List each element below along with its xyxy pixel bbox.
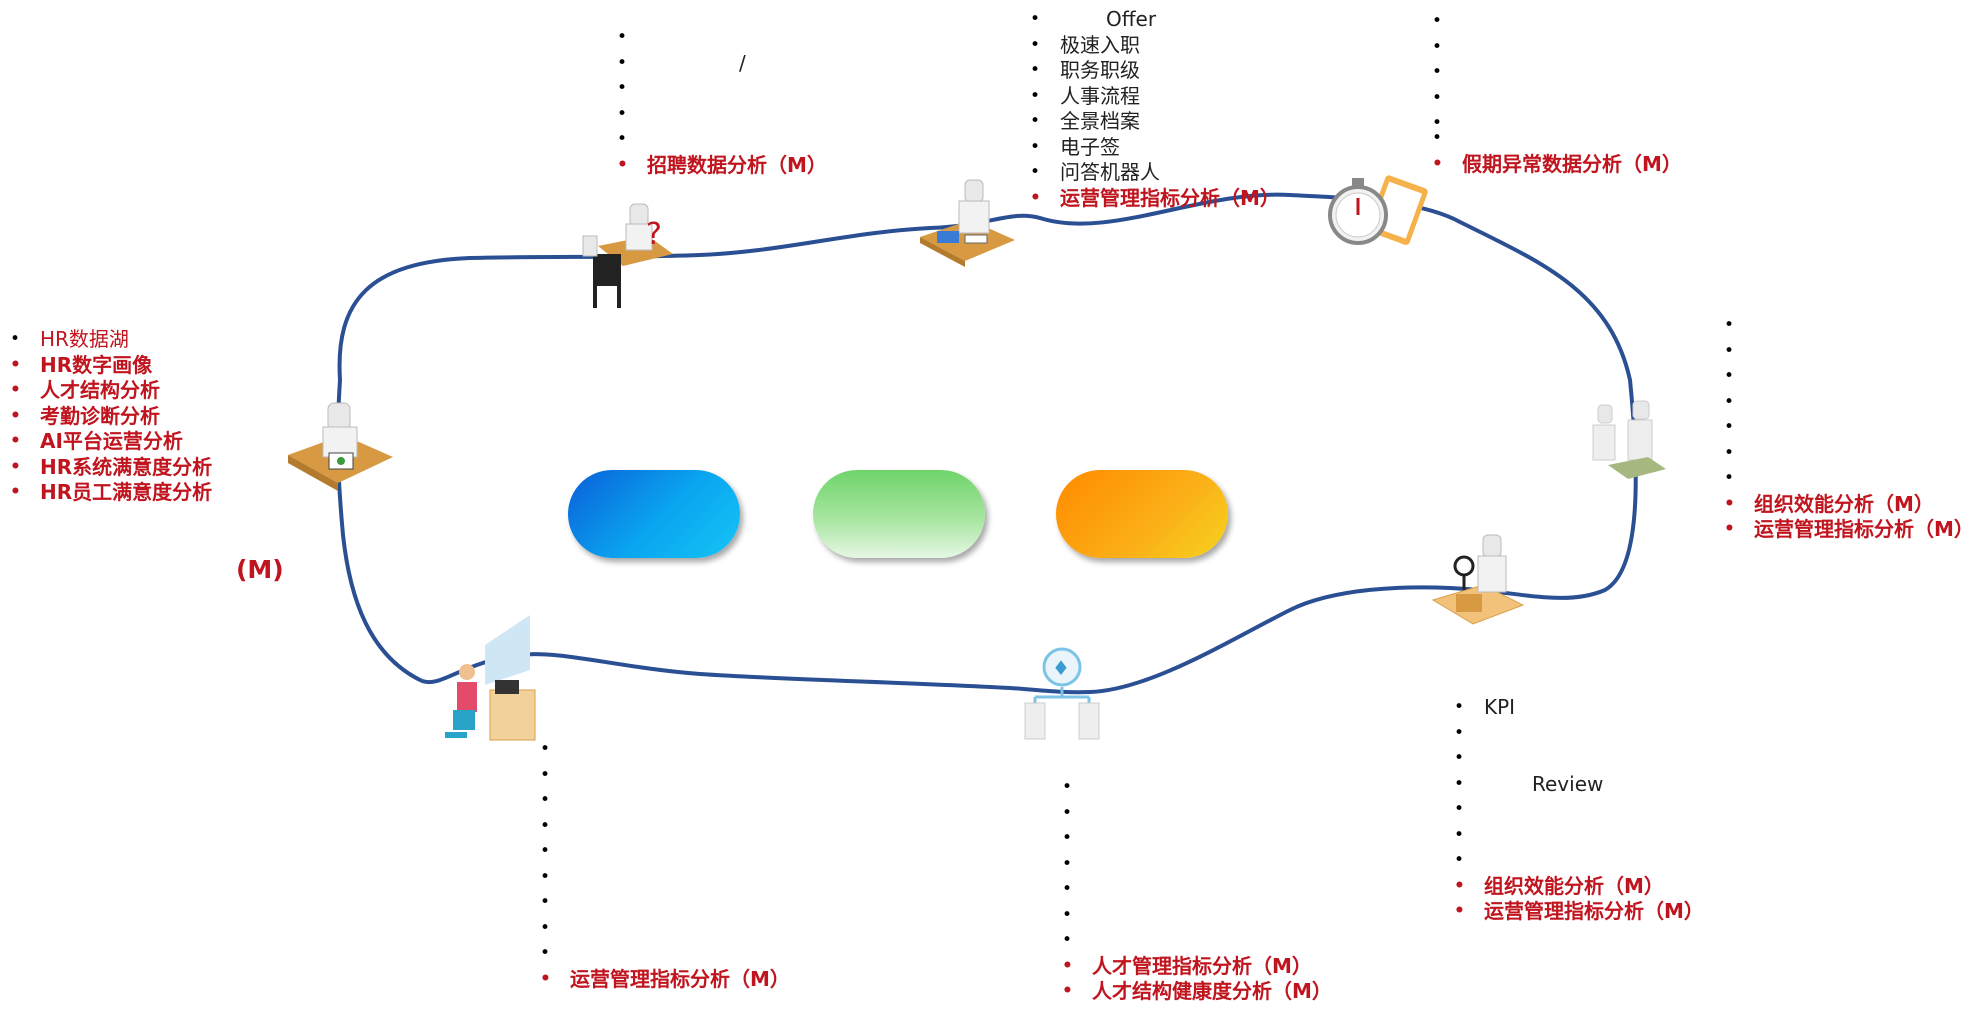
- list-item: [1720, 441, 1974, 467]
- orange-pill: [1056, 470, 1228, 558]
- list-item: [1058, 877, 1332, 903]
- list-item: 人才结构分析: [6, 378, 212, 404]
- list-item: [1058, 775, 1332, 801]
- list-item: [1450, 746, 1704, 772]
- list-item: [536, 763, 790, 789]
- list-item: [1720, 466, 1974, 492]
- svg-text:?: ?: [646, 217, 662, 252]
- training-list: 运营管理指标分析（M）: [536, 737, 790, 992]
- list-item: [1428, 126, 1682, 152]
- list-item: [613, 102, 827, 128]
- performance-list: KPI Review 组织效能分析（M） 运营管理指标分析（M）: [1450, 695, 1704, 925]
- green-pill: [813, 470, 985, 558]
- onboarding-desk-icon: [915, 175, 1015, 280]
- list-item: [1720, 313, 1974, 339]
- svg-text:♦: ♦: [1052, 656, 1070, 680]
- m-label: (M): [236, 555, 284, 584]
- list-item: [1720, 415, 1974, 441]
- list-item: HR系统满意度分析: [6, 455, 212, 481]
- list-item: 人才管理指标分析（M）: [1058, 954, 1332, 980]
- list-item: [536, 890, 790, 916]
- list-item: 问答机器人: [1026, 160, 1280, 186]
- list-item: Offer: [1026, 7, 1280, 33]
- list-item: 组织效能分析（M）: [1450, 874, 1704, 900]
- list-item: [536, 941, 790, 967]
- list-item: [1450, 797, 1704, 823]
- list-item: 组织效能分析（M）: [1720, 492, 1974, 518]
- list-item: [1058, 928, 1332, 954]
- list-item: [1450, 848, 1704, 874]
- list-item: 极速入职: [1026, 33, 1280, 59]
- list-item: [536, 814, 790, 840]
- list-item: Review: [1450, 772, 1704, 798]
- blue-pill: [568, 470, 740, 558]
- talent-idea-icon: ♦: [1007, 645, 1117, 745]
- list-item: 运营管理指标分析（M）: [1450, 899, 1704, 925]
- list-item: [613, 25, 827, 51]
- compensation-team-icon: [1588, 395, 1668, 485]
- list-item: [536, 865, 790, 891]
- list-item: 运营管理指标分析（M）: [1720, 517, 1974, 543]
- list-item: [1428, 111, 1682, 137]
- stopwatch-checklist-icon: [1320, 160, 1430, 260]
- list-item: HR数字画像: [6, 353, 212, 379]
- list-item: [1720, 364, 1974, 390]
- list-item: [1720, 339, 1974, 365]
- list-item: [536, 839, 790, 865]
- list-item: 运营管理指标分析（M）: [1026, 186, 1280, 212]
- list-item: 运营管理指标分析（M）: [536, 967, 790, 993]
- hr-data-list: HR数据湖 HR数字画像 人才结构分析 考勤诊断分析 AI平台运营分析 HR系统…: [6, 327, 212, 506]
- training-desk-icon: [435, 610, 540, 750]
- list-item: [1058, 903, 1332, 929]
- list-item: [1058, 826, 1332, 852]
- list-item: 电子签: [1026, 135, 1280, 161]
- list-item: [536, 788, 790, 814]
- onboarding-list: Offer 极速入职 职务职级 人事流程 全景档案 电子签 问答机器人 运营管理…: [1026, 7, 1280, 211]
- list-item: KPI: [1450, 695, 1704, 721]
- attendance-list: 假期异常数据分析（M）: [1428, 9, 1682, 177]
- list-item: [1428, 35, 1682, 61]
- recruitment-interview-icon: ?: [578, 196, 678, 311]
- recruitment-list: / 招聘数据分析（M）: [613, 25, 827, 178]
- list-item: 人事流程: [1026, 84, 1280, 110]
- list-item: [1450, 823, 1704, 849]
- compensation-list: 组织效能分析（M） 运营管理指标分析（M）: [1720, 313, 1974, 543]
- list-item: [1428, 86, 1682, 112]
- list-item: 招聘数据分析（M）: [613, 153, 827, 179]
- list-item: 假期异常数据分析（M）: [1428, 152, 1682, 178]
- list-item: [536, 737, 790, 763]
- list-item: [613, 76, 827, 102]
- list-item: [1058, 852, 1332, 878]
- talent-list: 人才管理指标分析（M） 人才结构健康度分析（M）: [1058, 775, 1332, 1005]
- list-item: /: [613, 51, 827, 77]
- list-item: [1428, 60, 1682, 86]
- list-item: [1058, 801, 1332, 827]
- list-item: AI平台运营分析: [6, 429, 212, 455]
- performance-review-icon: [1428, 530, 1528, 645]
- list-item: HR员工满意度分析: [6, 480, 212, 506]
- list-item: HR数据湖: [6, 327, 212, 353]
- list-item: 全景档案: [1026, 109, 1280, 135]
- list-item: [536, 916, 790, 942]
- list-item: 人才结构健康度分析（M）: [1058, 979, 1332, 1005]
- list-item: [613, 127, 827, 153]
- list-item: 考勤诊断分析: [6, 404, 212, 430]
- list-item: [1720, 390, 1974, 416]
- hr-data-desk-icon: [283, 395, 393, 505]
- list-item: [1450, 721, 1704, 747]
- list-item: 职务职级: [1026, 58, 1280, 84]
- list-item: [1428, 9, 1682, 35]
